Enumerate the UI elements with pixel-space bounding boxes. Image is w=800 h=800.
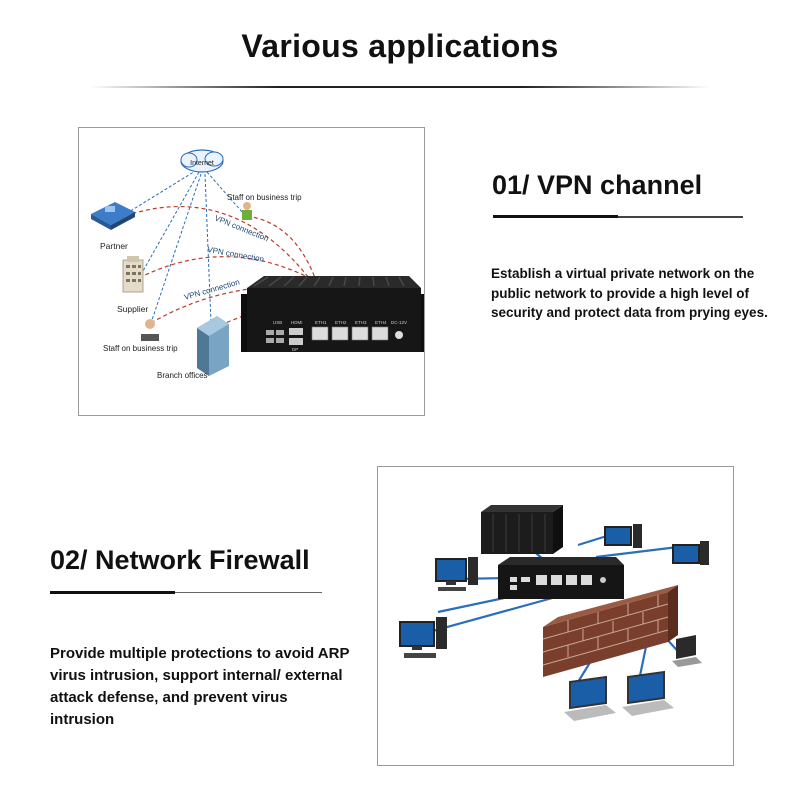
mini-pc-device-icon xyxy=(498,557,624,599)
firewall-diagram-svg xyxy=(399,505,709,721)
staff-left-label: Staff on business trip xyxy=(103,344,178,353)
branch-label: Branch offices xyxy=(157,371,208,380)
desktop-computer-icon xyxy=(399,617,447,658)
supplier-building-icon xyxy=(122,256,144,293)
vpn-connection-label-1: VPN connection xyxy=(213,214,270,244)
port-eth4-label: ETH4 xyxy=(375,320,387,325)
partner-label: Partner xyxy=(100,241,128,251)
port-eth3-label: ETH3 xyxy=(355,320,367,325)
internet-label: Internet xyxy=(190,160,214,167)
mini-pc-device-icon: USB HDMI DP ETH1 ETH2 ETH3 ETH4 DC-12V xyxy=(241,276,424,352)
laptop-icon xyxy=(672,635,702,667)
section-1-title: 01/ VPN channel xyxy=(492,170,703,200)
port-eth1-label: ETH1 xyxy=(315,320,327,325)
port-hdmi-label: HDMI xyxy=(291,320,303,325)
vpn-diagram-svg: Internet Partner Supplier Staff on xyxy=(91,149,424,380)
internet-links xyxy=(118,169,244,324)
desktop-computer-icon xyxy=(604,524,642,548)
section-1-divider xyxy=(493,216,743,218)
vpn-diagram-image: Internet Partner Supplier Staff on xyxy=(78,127,425,416)
server-rack-icon xyxy=(481,505,563,554)
laptop-icon xyxy=(564,675,616,721)
staff-mobile-icon xyxy=(242,202,252,220)
supplier-label: Supplier xyxy=(117,304,148,314)
desktop-computer-icon xyxy=(435,557,478,591)
branch-office-building-icon xyxy=(197,316,229,376)
port-dc-label: DC-12V xyxy=(391,320,407,325)
title-divider xyxy=(90,86,710,88)
section-2-divider xyxy=(50,592,322,593)
laptop-icon xyxy=(622,670,674,716)
port-usb-label: USB xyxy=(273,320,282,325)
internet-cloud-icon: Internet xyxy=(180,149,224,173)
staff-right-label: Staff on business trip xyxy=(227,193,302,202)
section-1-divider-accent xyxy=(493,215,618,218)
port-dp-label: DP xyxy=(292,347,298,352)
section-2-divider-accent xyxy=(50,591,175,594)
vpn-connection-label-3: VPN connection xyxy=(183,277,241,301)
section-2-description: Provide multiple protections to avoid AR… xyxy=(50,645,350,728)
section-1-description: Establish a virtual private network on t… xyxy=(491,266,768,320)
page-title: Various applications xyxy=(241,28,559,64)
firewall-diagram-image xyxy=(377,466,734,766)
staff-laptop-icon xyxy=(141,319,159,341)
partner-building-icon xyxy=(91,202,135,230)
port-eth2-label: ETH2 xyxy=(335,320,347,325)
desktop-computer-icon xyxy=(672,541,709,565)
section-2-title: 02/ Network Firewall xyxy=(50,545,310,575)
vpn-connection-label-2: VPN connection xyxy=(207,245,265,264)
firewall-brick-wall-icon xyxy=(542,585,678,677)
